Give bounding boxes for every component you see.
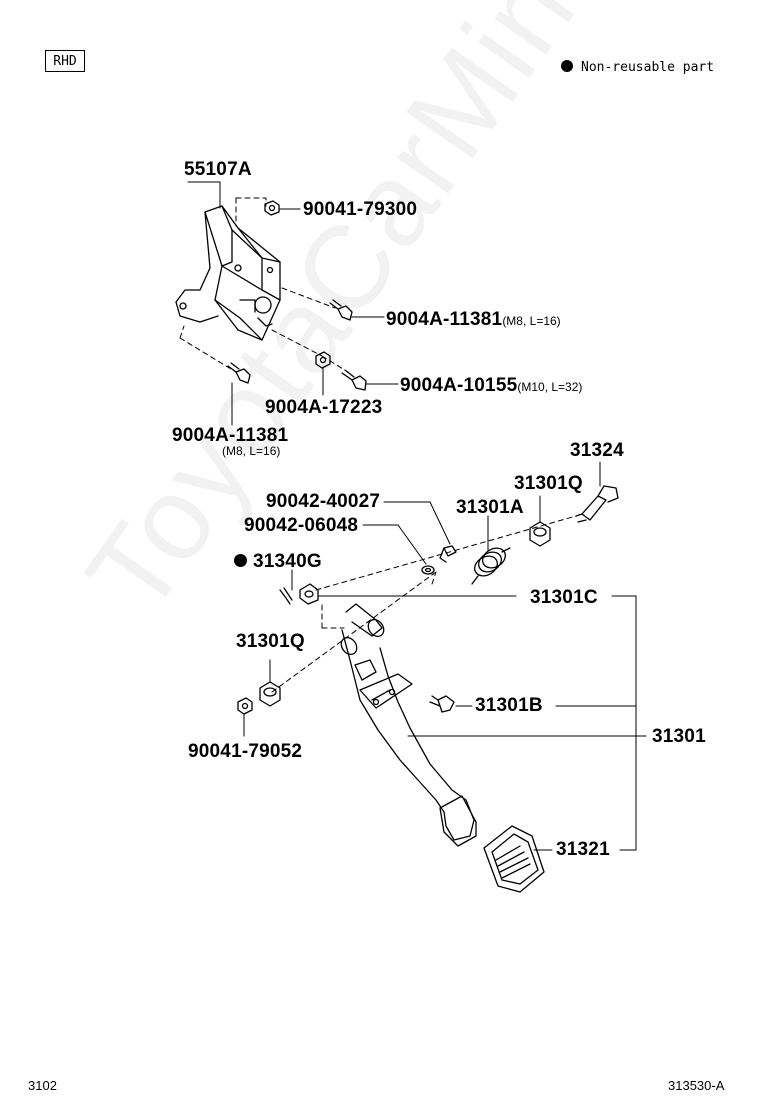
flange-nut-icon [315, 351, 331, 369]
part-label-90041-79300: 90041-79300 [303, 199, 418, 220]
bushing-icon-3 [259, 681, 281, 707]
pedal-31301-drawing [340, 603, 477, 847]
part-label-9004A-17223: 9004A-17223 [265, 397, 383, 418]
part-label-31301A: 31301A [456, 497, 524, 518]
part-label-90042-06048: 90042-06048 [244, 515, 359, 536]
bushing-icon-2 [299, 583, 319, 605]
bolt-icon-3 [227, 362, 251, 384]
part-label-9004A-11381-upper: 9004A-11381(M8, L=16) [386, 309, 561, 330]
pivot-bolt-31324-drawing [575, 485, 619, 523]
spec-m8-l16-lower: (M8, L=16) [222, 444, 281, 458]
nut-icon [264, 200, 280, 216]
figure-code: 313530-A [668, 1078, 725, 1093]
spring-31301A-drawing [471, 547, 511, 585]
part-label-31340G: 31340G [234, 552, 322, 571]
nut-icon-2 [237, 697, 253, 715]
part-label-55107A: 55107A [184, 159, 252, 180]
part-label-31301: 31301 [652, 726, 706, 747]
part-label-31324: 31324 [570, 440, 624, 461]
pedal-pad-31321-drawing [483, 825, 545, 893]
bracket-55107A-drawing [175, 205, 281, 341]
bolt-icon-2 [341, 369, 367, 391]
non-reusable-dot-icon [561, 60, 573, 72]
spec-m8-l16-upper: (M8, L=16) [502, 314, 561, 328]
stopper-icon [429, 695, 455, 713]
bolt-icon [329, 299, 353, 321]
part-label-31301B: 31301B [475, 695, 543, 716]
washer-icon [421, 565, 435, 575]
spec-m10-l32: (M10, L=32) [517, 380, 583, 394]
legend: Non-reusable part [561, 60, 714, 75]
non-reusable-dot-icon-2 [234, 554, 247, 567]
part-label-9004A-10155: 9004A-10155(M10, L=32) [400, 375, 583, 396]
part-label-90042-40027: 90042-40027 [266, 491, 381, 512]
part-label-31301Q-upper: 31301Q [514, 473, 583, 494]
part-label-9004A-11381-lower: 9004A-11381 [172, 425, 289, 446]
clip-icon [279, 587, 293, 605]
part-label-31301C: 31301C [530, 587, 598, 608]
part-label-31321: 31321 [556, 839, 610, 860]
bushing-icon [529, 521, 551, 547]
part-label-31301Q-lower: 31301Q [236, 631, 305, 652]
page-number: 3102 [28, 1078, 57, 1093]
rhd-badge: RHD [45, 50, 85, 72]
pin-icon [439, 545, 457, 563]
legend-text: Non-reusable part [581, 60, 715, 75]
part-label-90041-79052: 90041-79052 [188, 741, 303, 762]
